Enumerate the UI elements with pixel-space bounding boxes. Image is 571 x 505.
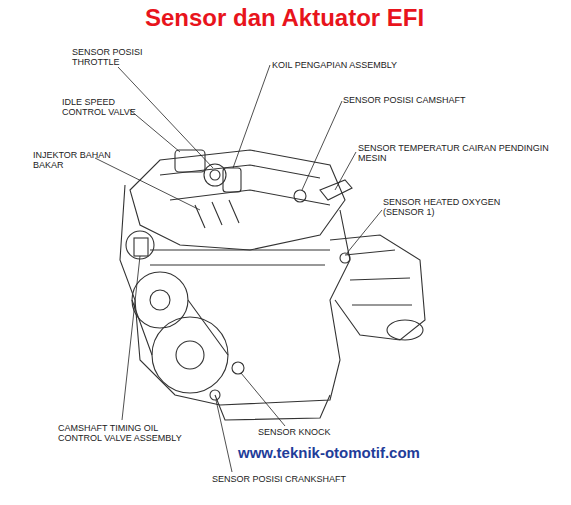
knock-sensor [232,362,244,374]
leader-line [347,210,382,253]
leader-line [335,152,356,190]
leader-line [118,67,213,168]
part-label: IDLE SPEED CONTROL VALVE [62,97,140,117]
part-label: SENSOR TEMPERATUR CAIRAN PENDINGIN MESIN [358,143,558,163]
part-label: SENSOR POSISI THROTTLE [72,47,150,67]
part-label: SENSOR POSISI CAMSHAFT [343,95,466,105]
manifold-rib [345,250,412,305]
valve-cover [130,150,345,250]
watermark: www.teknik-otomotif.com [238,444,420,462]
oxygen-sensor [340,253,350,263]
diagram-title: Sensor dan Aktuator EFI [145,4,424,32]
part-label: SENSOR HEATED OXYGEN (SENSOR 1) [383,197,518,217]
leader-line [302,101,342,190]
part-label: SENSOR KNOCK [258,427,331,437]
crankshaft-sensor [210,390,220,400]
crank-pulley [152,317,228,393]
exhaust-manifold [330,235,425,340]
leader-line [130,110,180,152]
part-label: KOIL PENGAPIAN ASSEMBLY [272,60,397,70]
ignition-coil [223,168,241,192]
part-label: CAMSHAFT TIMING OIL CONTROL VALVE ASSEMB… [58,423,186,443]
pulley [132,272,188,328]
injector [195,200,239,228]
oil-pan [215,395,330,420]
leader-line [233,65,270,168]
ocv [134,238,148,256]
belt [132,300,228,355]
part-label: SENSOR POSISI CRANKSHAFT [212,474,346,484]
exhaust-flange [387,320,423,340]
throttle-body [210,170,220,180]
pulley-hub [176,341,204,369]
leader-line [95,158,200,210]
idle-speed-valve [175,150,205,172]
leader-line [241,373,285,426]
leader-line [122,256,140,420]
part-label: INJEKTOR BAHAN BAKAR [33,150,113,170]
leader-line [216,400,232,472]
camshaft-sensor [294,190,306,202]
coolant-outlet [320,180,352,200]
pulley-hub [150,290,170,310]
cover-ridge [170,190,330,205]
engine-block [120,185,350,405]
pulley [126,231,154,259]
block-line [150,250,330,265]
